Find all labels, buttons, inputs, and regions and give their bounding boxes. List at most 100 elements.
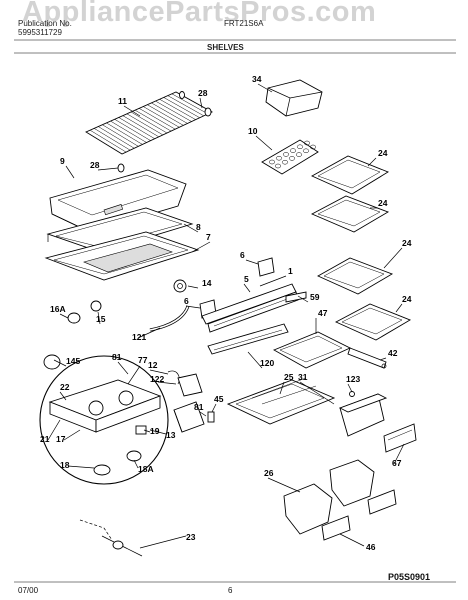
callout-label: 1 [288,266,293,276]
callout-label: 26 [264,468,274,478]
wire-shelf-11 [85,91,213,155]
leader-line [63,429,81,441]
leader-line [97,311,101,325]
leader-line [299,381,335,405]
leader-line [199,97,203,109]
callout-label: 24 [402,294,412,304]
callout-label: 19 [150,426,160,436]
callout-label: 18A [138,464,154,474]
callout-label: 122 [150,374,164,384]
callout-label: 31 [298,372,308,382]
callout-label: 13 [166,430,176,440]
tube-121 [149,305,190,332]
footer-date: 07/00 [18,586,39,595]
callout-label: 81 [194,402,204,412]
callout-label: 6 [184,296,189,306]
callout-label: 28 [90,160,100,170]
publication-number: 5995311729 [18,28,62,37]
glass-panel-47 [272,331,352,369]
callout-label: 77 [138,355,148,365]
leader-line [67,465,95,469]
callout-label: 24 [402,238,412,248]
screw-45 [207,411,215,423]
publication-label: Publication No. [18,19,72,28]
leader-line [259,275,287,287]
leader-line [185,305,201,309]
leader-line [243,283,251,293]
callout-label: 8 [196,222,201,232]
pan-26-right [329,459,375,507]
callout-label: 21 [40,434,50,444]
callout-label: 34 [252,74,262,84]
leader-line [127,365,141,385]
callout-label: 28 [198,88,208,98]
callout-label: 23 [186,532,196,542]
leader-line [367,157,377,167]
bulb-15 [90,300,102,312]
harness-12 [167,370,180,385]
leader-lines [47,83,405,549]
callout-label: 10 [248,126,258,136]
callout-label: 24 [378,148,388,158]
leader-line [183,223,199,233]
thermostat-145 [43,354,61,370]
shelf-frame-7 [44,231,200,281]
callout-label: 81 [112,352,122,362]
callout-label: 24 [378,198,388,208]
leader-line [255,135,273,151]
leader-line [257,83,273,93]
leader-line [133,459,139,469]
pan-26-left [283,483,333,535]
rail-120 [207,323,289,355]
leader-line [199,411,207,417]
leader-line [279,381,285,395]
leader-line [59,313,69,319]
rail-42 [347,347,387,369]
light-socket-16A [67,312,81,324]
crisper-drawer-31 [338,393,388,437]
housing-122 [177,373,203,397]
callout-label: 16A [50,304,66,314]
end-cap-28-left [117,163,125,173]
callout-label: 9 [60,156,65,166]
pan-front-46-left [321,515,351,541]
egg-tray-10 [261,139,319,175]
end-cap-28-top [179,91,212,117]
cover-13 [173,401,205,433]
callout-label: 7 [206,232,211,242]
glass-shelf-24-b [310,195,390,233]
leader-line [245,259,259,265]
callout-label: 67 [392,458,402,468]
leader-line [379,357,387,361]
leader-line [117,361,129,375]
leader-line [339,533,365,547]
leader-line [123,105,141,117]
footer-page: 6 [228,586,233,595]
leader-line [47,419,61,441]
callout-label: 25 [284,372,294,382]
glass-shelf-24-d [334,303,412,341]
model-number: FRT21S6A [224,19,264,28]
callout-label: 18 [60,460,70,470]
leader-line [395,303,403,313]
callout-label: 6 [240,250,245,260]
leader-line [157,381,177,385]
figure-code: P05S0901 [388,572,431,582]
callout-label: 121 [132,332,146,342]
screw-123 [349,391,355,397]
callout-label: 145 [66,356,80,366]
callout-label: 11 [118,96,127,106]
leader-line [247,351,263,369]
watermark: AppliancePartsPros.com [22,0,377,28]
callout-label: 15 [96,314,106,324]
callout-label: 45 [214,394,224,404]
drain-tube-23 [79,519,143,557]
glass-shelf-24-c [317,257,394,295]
pan-front-46-right [367,489,397,515]
clip-14 [173,279,187,293]
leader-line [393,443,405,465]
callout-label: 59 [310,292,320,302]
leader-line [53,359,67,367]
callout-label: 120 [260,358,274,368]
